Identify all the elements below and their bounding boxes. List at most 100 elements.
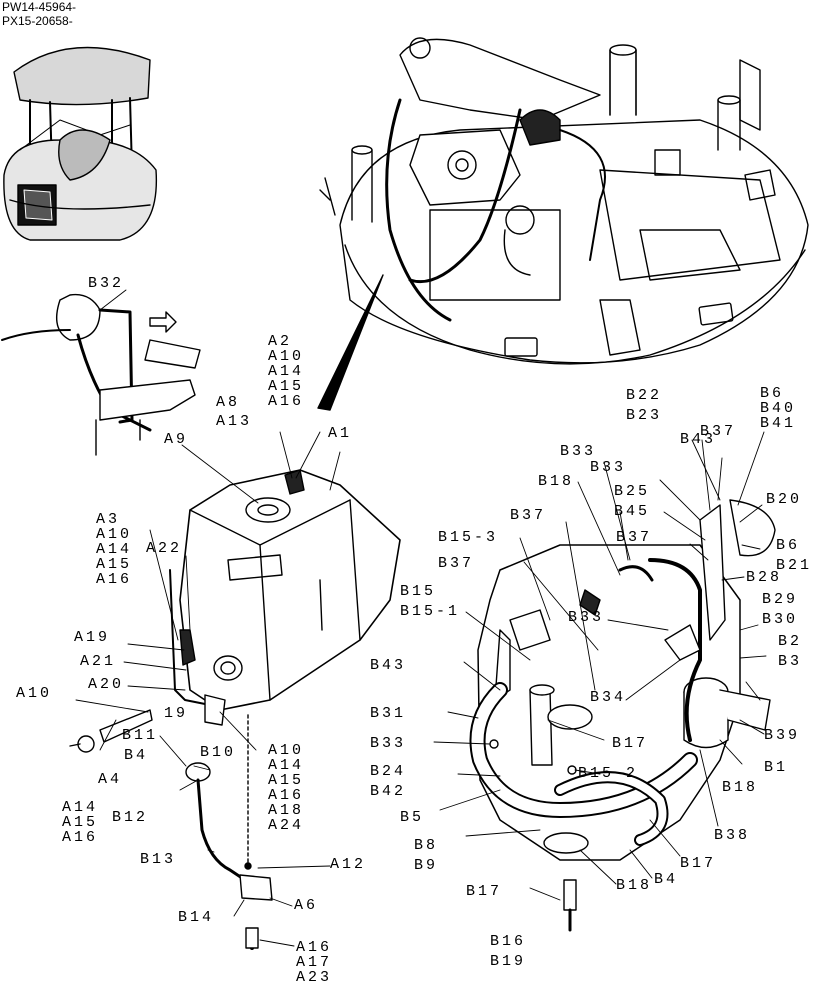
callout-a16-c: A16 (62, 829, 99, 846)
callout-b32: B32 (88, 275, 125, 292)
callout-b37-a: B37 (510, 507, 547, 524)
callout-stack-a16: A16 A17 A23 (296, 940, 332, 985)
callout-a10: A10 (268, 348, 305, 365)
callout-b20: B20 (766, 491, 803, 508)
callout-b3: B3 (778, 653, 803, 670)
callout-b10: B10 (200, 744, 237, 761)
callout-a23: A23 (296, 969, 333, 986)
callout-a16-d: A16 (268, 787, 305, 804)
callout-a2: A2 (268, 333, 293, 350)
return-hose-inset (1, 293, 201, 456)
callout-b29: B29 (762, 591, 799, 608)
callout-a16: A16 (268, 393, 305, 410)
callout-a16-b: A16 (96, 571, 133, 588)
callout-b23: B23 (626, 407, 663, 424)
serial-range-2: PX15-20658- (2, 14, 73, 28)
callout-stack-a14: A14 A15 A16 (62, 800, 98, 845)
callout-b33-c: B33 (568, 609, 605, 626)
callout-stack-a10: A10 A14 A15 A16 A18 A24 (268, 743, 304, 833)
callout-b17-c: B17 (466, 883, 503, 900)
callout-b12: B12 (112, 809, 149, 826)
callout-b45: B45 (614, 503, 651, 520)
callout-b11: B11 (122, 727, 159, 744)
callout-b15-3: B15-3 (438, 529, 499, 546)
callout-b18-top: B18 (538, 473, 575, 490)
callout-a19: A19 (74, 629, 111, 646)
callout-a14: A14 (268, 363, 305, 380)
callout-b17-b: B17 (680, 855, 717, 872)
callout-b33-d: B33 (370, 735, 407, 752)
callout-b42: B42 (370, 783, 407, 800)
callout-a1: A1 (328, 425, 353, 442)
callout-b4-left: B4 (124, 747, 149, 764)
callout-b34: B34 (590, 689, 627, 706)
callout-b43: B43 (680, 431, 717, 448)
callout-b2: B2 (778, 633, 803, 650)
callout-a14-c: A14 (62, 799, 99, 816)
callout-19: 19 (164, 705, 189, 722)
callout-b6: B6 (760, 385, 785, 402)
callout-a24: A24 (268, 817, 305, 834)
callout-a9: A9 (164, 431, 189, 448)
callout-a14-d: A14 (268, 757, 305, 774)
callout-b17-a: B17 (612, 735, 649, 752)
callout-stack-a3: A3 A10 A14 A15 A16 (96, 512, 132, 587)
callout-b25: B25 (614, 483, 651, 500)
callout-b43-b: B43 (370, 657, 407, 674)
callout-b9: B9 (414, 857, 439, 874)
callout-a15-d: A15 (268, 772, 305, 789)
callout-a15-b: A15 (96, 556, 133, 573)
callout-b37-c: B37 (438, 555, 475, 572)
callout-b1: B1 (764, 759, 789, 776)
callout-b16: B16 (490, 933, 527, 950)
callout-a14-b: A14 (96, 541, 133, 558)
callout-b18-c: B18 (616, 877, 653, 894)
callout-b13: B13 (140, 851, 177, 868)
fuel-filter-assembly (469, 499, 776, 932)
callout-a16-e: A16 (296, 939, 333, 956)
callout-a22: A22 (146, 540, 183, 557)
callout-b6-b: B6 (776, 537, 801, 554)
callout-a18: A18 (268, 802, 305, 819)
callout-b39: B39 (764, 727, 801, 744)
callout-a8: A8 (216, 394, 241, 411)
callout-stack-b6: B6 B40 B41 (760, 386, 796, 431)
callout-b38: B38 (714, 827, 751, 844)
callout-a12: A12 (330, 856, 367, 873)
serial-range-1: PW14-45964- (2, 0, 77, 14)
callout-b18-b: B18 (722, 779, 759, 796)
callout-stack-a2: A2 A10 A14 A15 A16 (268, 334, 304, 409)
callout-b37-top: B37 (700, 423, 737, 440)
callout-b31: B31 (370, 705, 407, 722)
callout-b5: B5 (400, 809, 425, 826)
callout-b8: B8 (414, 837, 439, 854)
upper-frame-structure (317, 37, 809, 411)
machine-overview-thumbnail (3, 46, 158, 241)
callout-b37-b: B37 (616, 529, 653, 546)
callout-b15-2: B15-2 (578, 765, 639, 782)
callout-b24: B24 (370, 763, 407, 780)
callout-a17: A17 (296, 954, 333, 971)
callout-a15: A15 (268, 378, 305, 395)
callout-b14: B14 (178, 909, 215, 926)
callout-b33-b: B33 (590, 459, 627, 476)
callout-b15: B15 (400, 583, 437, 600)
callout-a15-c: A15 (62, 814, 99, 831)
callout-b19: B19 (490, 953, 527, 970)
callout-b30: B30 (762, 611, 799, 628)
callout-a4: A4 (98, 771, 123, 788)
callout-a10-b: A10 (96, 526, 133, 543)
callout-b40: B40 (760, 400, 797, 417)
callout-a21: A21 (80, 653, 117, 670)
callout-a20: A20 (88, 676, 125, 693)
callout-a6: A6 (294, 897, 319, 914)
callout-b21: B21 (776, 557, 813, 574)
fuel-tank (69, 469, 401, 950)
callout-a3: A3 (96, 511, 121, 528)
callout-b28: B28 (746, 569, 783, 586)
callout-a10-d: A10 (268, 742, 305, 759)
callout-b41: B41 (760, 415, 797, 432)
callout-b15-1: B15-1 (400, 603, 461, 620)
